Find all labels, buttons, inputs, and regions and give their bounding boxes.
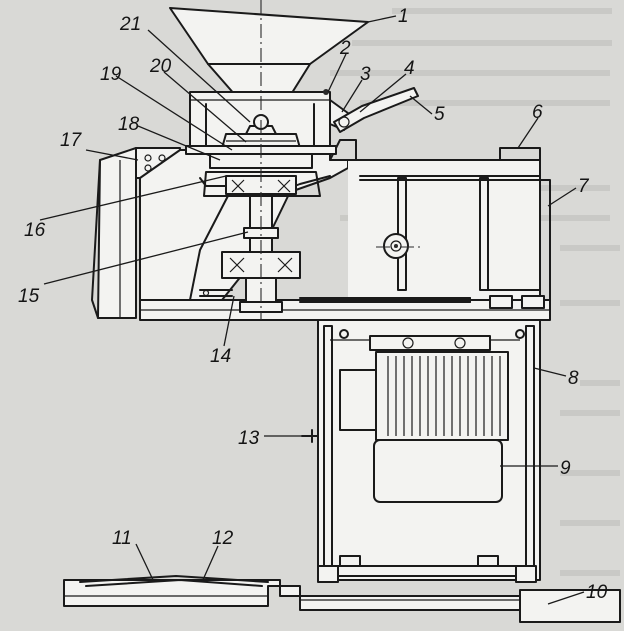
upper-body bbox=[139, 139, 551, 321]
label-5: 5 bbox=[434, 104, 445, 125]
label-20: 20 bbox=[149, 56, 172, 77]
label-2: 2 bbox=[339, 38, 351, 59]
motor-cooling-fins bbox=[387, 356, 501, 436]
label-17: 17 bbox=[60, 130, 83, 151]
leader-lines bbox=[39, 15, 585, 605]
label-9: 9 bbox=[560, 458, 571, 479]
label-13: 13 bbox=[238, 428, 260, 449]
label-19: 19 bbox=[100, 64, 122, 85]
label-12: 12 bbox=[212, 528, 234, 549]
label-16: 16 bbox=[24, 220, 46, 241]
label-1: 1 bbox=[398, 6, 409, 27]
label-14: 14 bbox=[210, 346, 231, 367]
label-11: 11 bbox=[112, 528, 132, 549]
hopper bbox=[169, 7, 419, 151]
callout-labels: 1 2 3 4 5 6 7 8 9 10 11 12 13 14 15 16 1… bbox=[18, 6, 608, 603]
label-8: 8 bbox=[568, 368, 579, 389]
label-3: 3 bbox=[360, 64, 371, 85]
base-tray bbox=[63, 575, 621, 623]
label-18: 18 bbox=[118, 114, 140, 135]
label-6: 6 bbox=[532, 102, 543, 123]
label-7: 7 bbox=[578, 176, 590, 197]
label-10: 10 bbox=[586, 582, 608, 603]
label-15: 15 bbox=[18, 286, 40, 307]
label-4: 4 bbox=[404, 58, 415, 79]
label-21: 21 bbox=[119, 14, 141, 35]
motor bbox=[339, 335, 509, 503]
